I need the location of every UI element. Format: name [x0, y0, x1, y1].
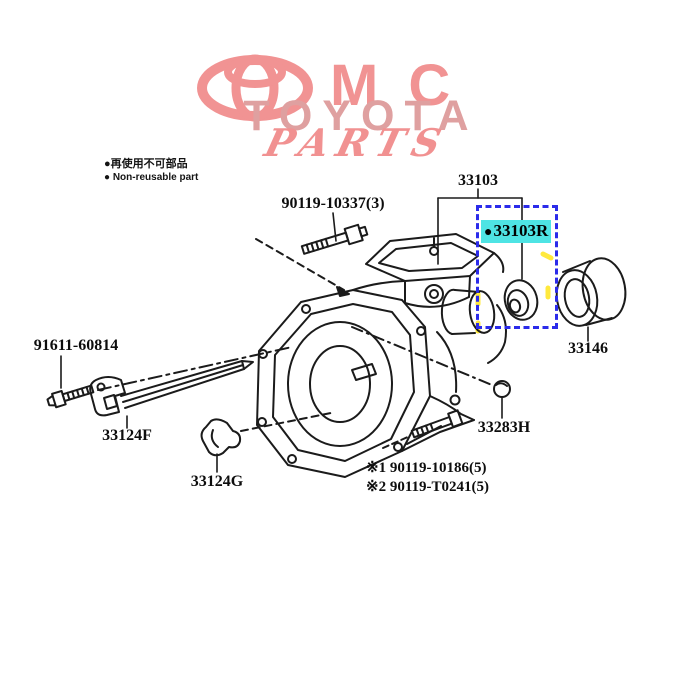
reference-note-2: ※2 90119-T0241(5) — [366, 479, 489, 495]
bolt-bottom-drawing — [410, 409, 464, 439]
bolt-small-drawing — [46, 384, 95, 409]
clamp-drawing — [200, 418, 242, 457]
bushing-drawing — [555, 257, 627, 327]
bolt-top-dashed-leader — [255, 238, 345, 291]
callout-bushing: 33146 — [568, 340, 608, 357]
plug-centerline — [351, 326, 493, 386]
callout-lever: 33124F — [102, 427, 152, 444]
callout-case: 33103 — [458, 172, 498, 189]
legend: ●再使用不可部品 ● Non-reusable part — [104, 158, 198, 184]
non-reusable-bullet: ● — [484, 225, 493, 240]
legend-line-jp: ●再使用不可部品 — [104, 158, 188, 170]
highlight-box — [476, 205, 558, 329]
highlighted-part-label: ●33103R — [481, 220, 552, 243]
reference-note-1: ※1 90119-10186(5) — [366, 460, 487, 476]
callout-plug: 33283H — [477, 419, 531, 436]
lever-shaft-centerline — [97, 346, 293, 391]
bolt-top-arrowhead — [336, 286, 350, 297]
oil-seal-drawing — [503, 279, 539, 321]
lever-shaft-drawing — [89, 360, 254, 417]
bolt-top-drawing — [300, 223, 369, 255]
callout-clamp: 33124G — [190, 473, 244, 490]
callout-bolt-top: 90119-10337(3) — [281, 195, 385, 212]
clamp-dashed-leader — [240, 412, 332, 432]
legend-line-en: ● Non-reusable part — [104, 172, 199, 183]
highlighted-part-number: 33103R — [493, 221, 549, 240]
extension-housing-drawing — [256, 233, 507, 478]
bolt-bottom-dashed-leader — [382, 435, 411, 449]
plug-drawing — [493, 380, 511, 398]
callout-bolt-small: 91611-60814 — [33, 337, 119, 354]
